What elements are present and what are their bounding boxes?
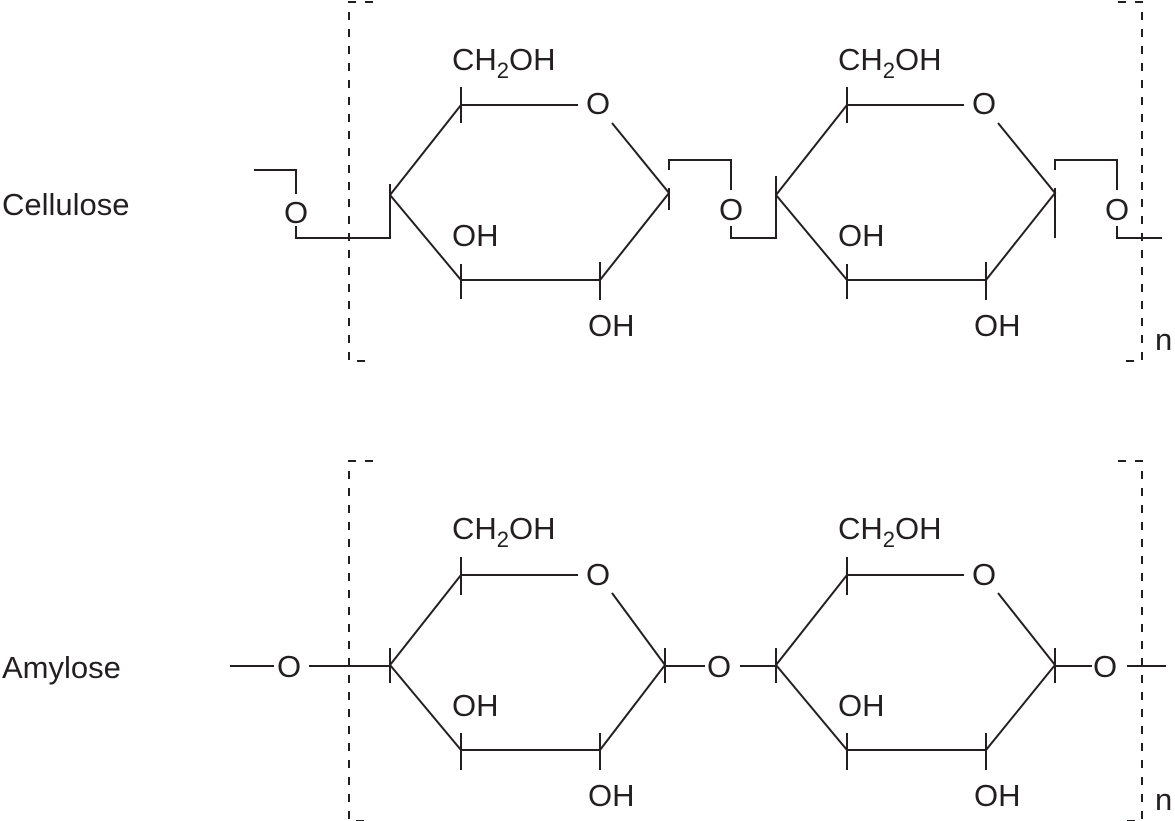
terminal-oxygen-right: O [1105,192,1129,227]
glycosidic-oxygen: O [719,192,743,227]
terminal-oxygen-left: O [277,649,301,684]
ring-bond [389,592,667,751]
ch2oh-group: CH2OH [452,42,556,83]
glycosidic-bond [668,159,732,190]
ring-bond [389,122,671,281]
hydroxyl-group: OH [838,218,885,253]
glycosidic-bond [730,176,777,239]
repeat-count-n: n [1155,322,1172,357]
hydroxyl-group: OH [588,778,635,813]
hydroxyl-group: OH [974,778,1021,813]
glucose-ring-2: O CH2OH OH OH [775,42,1057,343]
glucose-ring-2: O CH2OH OH OH [775,511,1057,813]
polymer-label-cellulose: Cellulose [2,187,130,222]
ch2oh-group: CH2OH [452,511,556,552]
ch2oh-group: CH2OH [838,42,942,83]
hydroxyl-group: OH [588,308,635,343]
repeat-bracket-right [1118,460,1143,821]
ch2oh-group: CH2OH [838,511,942,552]
ring-bond [775,592,1057,751]
hydroxyl-group: OH [452,688,499,723]
repeat-count-n: n [1155,782,1172,817]
glucose-ring-1: O CH2OH OH OH [389,511,667,813]
terminal-oxygen-right: O [1093,649,1117,684]
hydroxyl-group: OH [974,308,1021,343]
cellulose-structure: Cellulose n O O CH2OH OH OH O [2,1,1172,362]
ring-oxygen: O [586,86,610,121]
hydroxyl-group: OH [452,218,499,253]
ring-oxygen: O [972,557,996,592]
terminal-oxygen-left: O [284,195,308,230]
polymer-label-amylose: Amylose [2,650,121,685]
ring-bond [389,574,578,666]
repeat-bracket-right [1118,1,1143,362]
ring-bond [775,104,964,196]
repeat-bracket-left [348,460,373,821]
ring-bond [389,104,578,196]
ring-oxygen: O [586,557,610,592]
glucose-ring-1: O CH2OH OH OH [389,42,671,343]
repeat-bracket-left [348,1,373,362]
bond [1116,226,1162,239]
ring-bond [775,122,1057,281]
hydroxyl-group: OH [838,688,885,723]
bond [254,169,297,194]
bond [295,184,391,239]
amylose-structure: Amylose n O O CH2OH OH OH O [2,460,1172,821]
bond [1054,159,1118,190]
ring-bond [775,574,964,666]
ring-oxygen: O [972,86,996,121]
glycosidic-oxygen: O [707,649,731,684]
